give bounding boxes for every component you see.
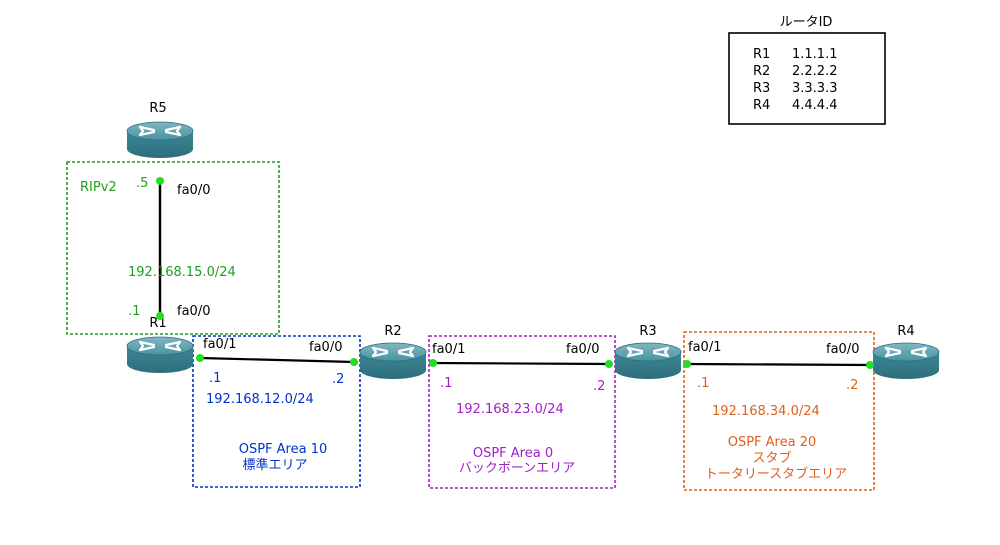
router-r4[interactable] [871, 341, 941, 381]
router-r4-label: R4 [897, 324, 914, 339]
r3-host-label-23: .2 [593, 379, 605, 394]
port-dot-r1-fa01[interactable] [196, 354, 204, 362]
port-dot-r4-fa00[interactable] [866, 361, 874, 369]
router-id-row-r4-name: R4 [753, 98, 770, 113]
area-0-title: OSPF Area 0 [473, 446, 553, 461]
network-15-label: 192.168.15.0/24 [128, 265, 236, 280]
area-10-type: 標準エリア [242, 457, 307, 473]
router-id-row-r2-name: R2 [753, 64, 770, 79]
r3-iface-label-23: fa0/0 [566, 342, 599, 357]
r2-iface-label-12: fa0/0 [309, 340, 342, 355]
area-0-type: バックボーンエリア [459, 461, 575, 476]
router-r1[interactable] [125, 335, 195, 375]
r3-iface-label-34: fa0/1 [688, 340, 721, 355]
router-r5-label: R5 [149, 101, 166, 116]
router-icon [613, 341, 683, 381]
r3-host-label-34: .1 [697, 376, 709, 391]
router-id-row-r4-id: 4.4.4.4 [792, 98, 837, 113]
r2-host-label-12: .2 [332, 372, 344, 387]
area-20-subtype: トータリースタブエリア [705, 466, 847, 482]
port-dot-r3-fa00[interactable] [605, 360, 613, 368]
network-34-label: 192.168.34.0/24 [712, 404, 820, 419]
router-id-table-title: ルータID [780, 15, 833, 30]
r1-host-label-15: .1 [128, 304, 140, 319]
r1-iface-label-12: fa0/1 [203, 337, 236, 352]
ospf-area-10-box [192, 335, 361, 488]
r1-iface-label-15: fa0/0 [177, 304, 210, 319]
r4-host-label-34: .2 [846, 378, 858, 393]
r1-host-label-12: .1 [209, 371, 221, 386]
router-r2-label: R2 [384, 324, 401, 339]
rip-area-box [66, 161, 280, 335]
router-r2[interactable] [358, 341, 428, 381]
network-12-label: 192.168.12.0/24 [206, 392, 314, 407]
r5-host-label: .5 [136, 176, 148, 191]
port-dot-r2-fa01[interactable] [429, 359, 437, 367]
ospf-area-20-box [683, 331, 875, 491]
r5-iface-label: fa0/0 [177, 183, 210, 198]
router-r3-label: R3 [639, 324, 656, 339]
link-r2-r3 [432, 361, 610, 366]
network-23-label: 192.168.23.0/24 [456, 402, 564, 417]
router-icon [125, 335, 195, 375]
link-r3-r4 [686, 362, 871, 367]
router-icon [871, 341, 941, 381]
router-id-table-box [728, 32, 886, 125]
r4-iface-label-34: fa0/0 [826, 342, 859, 357]
port-dot-r3-fa01[interactable] [683, 360, 691, 368]
area-10-title: OSPF Area 10 [239, 442, 328, 457]
router-id-row-r3-id: 3.3.3.3 [792, 81, 837, 96]
area-20-type: スタブ [752, 450, 791, 466]
router-icon [358, 341, 428, 381]
ospf-area-0-box [428, 335, 616, 489]
rip-area-label: RIPv2 [80, 180, 117, 195]
router-r5[interactable] [125, 120, 195, 160]
router-id-table: ルータID R1 1.1.1.1 R2 2.2.2.2 R3 3.3.3.3 R… [728, 15, 886, 125]
router-id-row-r1-id: 1.1.1.1 [792, 47, 837, 62]
link-r1-r2 [199, 356, 355, 364]
r2-iface-label-23: fa0/1 [432, 342, 465, 357]
router-id-row-r1-name: R1 [753, 47, 770, 62]
router-id-row-r2-id: 2.2.2.2 [792, 64, 837, 79]
port-dot-r1-fa00[interactable] [156, 312, 164, 320]
port-dot-r2-fa00[interactable] [350, 358, 358, 366]
router-r1-label: R1 [149, 316, 166, 331]
area-20-title: OSPF Area 20 [728, 435, 817, 450]
router-icon [125, 120, 195, 160]
r2-host-label-23: .1 [440, 376, 452, 391]
router-r3[interactable] [613, 341, 683, 381]
port-dot-r5-fa00[interactable] [156, 177, 164, 185]
router-id-row-r3-name: R3 [753, 81, 770, 96]
